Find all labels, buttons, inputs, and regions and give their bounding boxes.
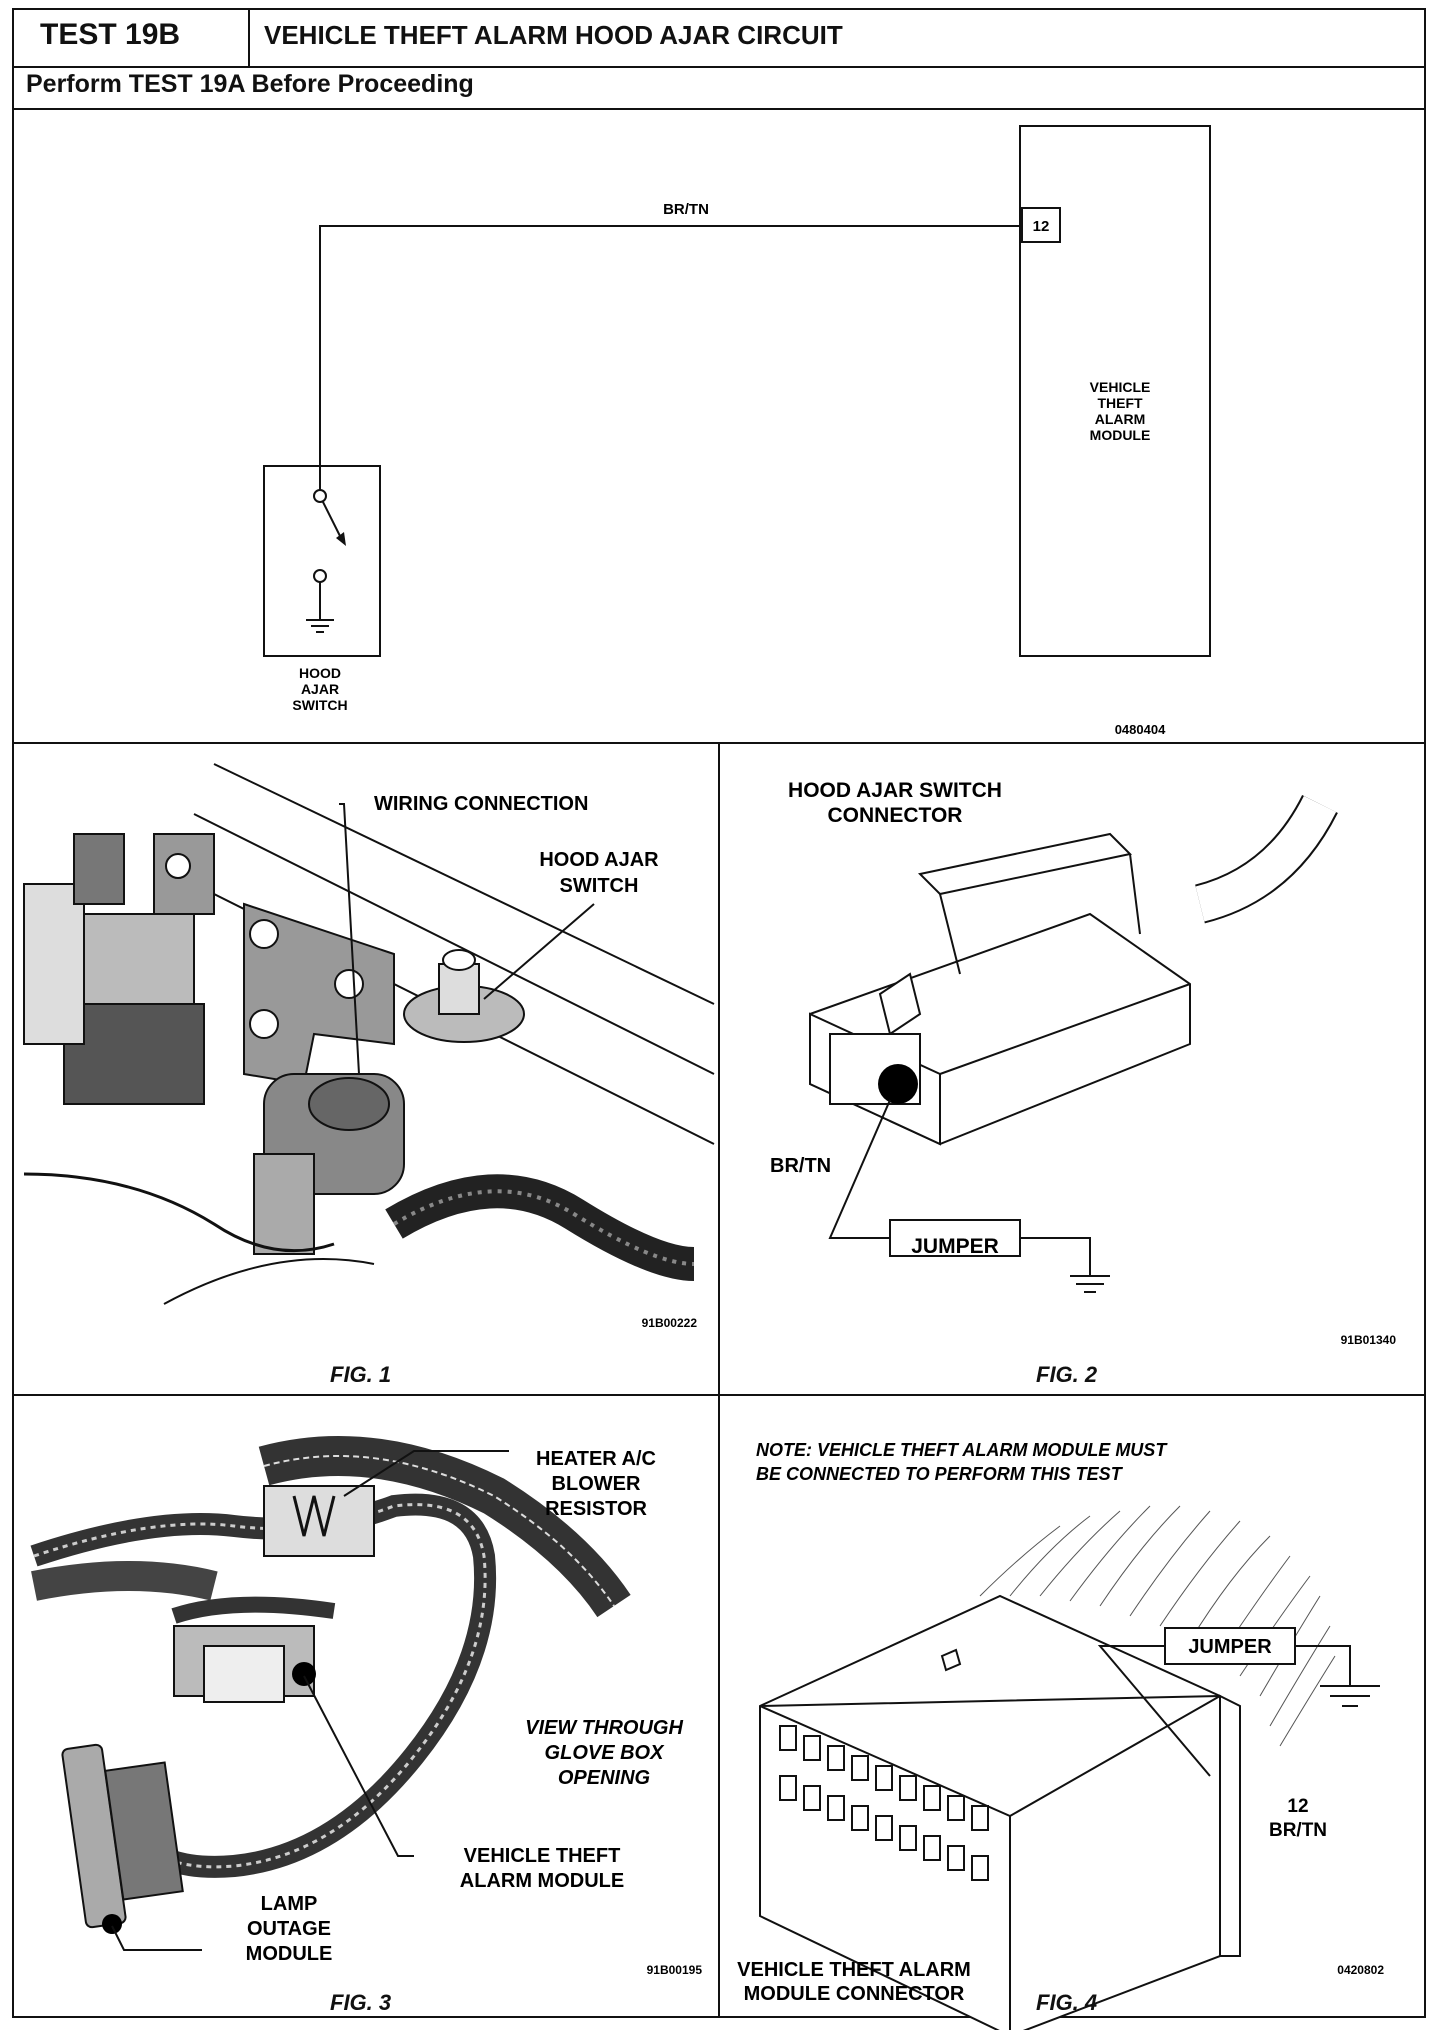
wire-label: BR/TN [663,201,709,218]
divider [248,8,250,66]
callout-lamp-3: MODULE [246,1943,333,1965]
divider [718,742,720,2018]
callout-view-2: GLOVE BOX [545,1742,666,1764]
jumper-label: JUMPER [1188,1636,1272,1658]
wire-label: BR/TN [1269,1820,1327,1841]
callout-lamp-2: OUTAGE [247,1918,331,1940]
theft-alarm-module-box [1019,125,1211,657]
connector-label-1: HOOD AJAR SWITCH [788,779,1002,802]
page-title: VEHICLE THEFT ALARM HOOD AJAR CIRCUIT [264,20,843,50]
terminal-br-tn [878,1064,918,1104]
callout-resistor-3: RESISTOR [545,1498,647,1520]
callout-wiring-connection: WIRING CONNECTION [374,793,588,815]
page-subtitle: Perform TEST 19A Before Proceeding [26,70,474,98]
switch-contact [313,489,327,503]
jumper-box [889,1219,1021,1257]
fig2-illustration: JUMPER BR/TN HOOD AJAR SWITCH CONNECTOR … [770,779,1397,1347]
callout-resistor-2: BLOWER [552,1473,641,1495]
fig3-caption: FIG. 3 [330,1990,392,2015]
switch-contact [313,569,327,583]
jumper-label: JUMPER [911,1235,999,1258]
module-label-1: VEHICLE [1090,379,1151,395]
connector-label-2: CONNECTOR [828,804,963,827]
drawing-code: 0420802 [1337,1963,1384,1977]
drawing-code: 0480404 [1115,722,1166,737]
drawing-code: 91B00222 [642,1316,698,1330]
drawing-code: 91B00195 [647,1963,703,1977]
fig4-illustration: NOTE: VEHICLE THEFT ALARM MODULE MUST BE… [737,1440,1384,2030]
wire-bundle [979,1505,1336,1747]
callout-view-1: VIEW THROUGH [525,1717,683,1739]
module-label-3: ALARM [1095,411,1146,427]
hood-switch-box [263,465,381,657]
divider [12,66,1426,68]
pin-number: 12 [1033,218,1050,235]
module-label-2: THEFT [1097,395,1143,411]
callout-hood-ajar-2: SWITCH [560,875,639,897]
note-line-1: NOTE: VEHICLE THEFT ALARM MODULE MUST [756,1440,1168,1460]
note-line-2: BE CONNECTED TO PERFORM THIS TEST [756,1464,1124,1484]
locking-tab [917,832,1133,896]
pin-box [1021,207,1061,243]
fig2-caption: FIG. 2 [1036,1362,1098,1387]
switch-label-3: SWITCH [292,697,347,713]
connector-label-1: VEHICLE THEFT ALARM [737,1959,971,1981]
callout-module-2: ALARM MODULE [460,1870,624,1892]
callout-hood-ajar-1: HOOD AJAR [539,849,659,871]
fig1-caption: FIG. 1 [330,1362,392,1387]
relay [73,913,195,1005]
callout-resistor-1: HEATER A/C [536,1448,656,1470]
module-label-4: MODULE [1090,427,1151,443]
switch-label-2: AJAR [301,681,339,697]
drawing-code: 91B01340 [1341,1333,1397,1347]
cavity-row [779,1725,989,1881]
callout-view-3: OPENING [558,1767,650,1789]
wire-br-tn [319,225,1022,490]
callout-module-1: VEHICLE THEFT [464,1845,621,1867]
wire-label: BR/TN [770,1155,831,1177]
switch-label-1: HOOD [299,665,341,681]
connector-label-2: MODULE CONNECTOR [744,1983,965,2005]
jumper-box [1164,1627,1296,1665]
switch-blade [322,501,343,541]
callout-lamp-1: LAMP [261,1893,318,1915]
divider [12,108,1426,110]
fig1-illustration: WIRING CONNECTION HOOD AJAR SWITCH 91B00… [23,763,715,1330]
pin-number: 12 [1287,1796,1308,1817]
schematic-diagram: BR/TN 12 VEHICLE THEFT ALARM MODULE HOOD… [263,125,1211,737]
test-id: TEST 19B [40,18,181,51]
fig4-caption: FIG. 4 [1036,1990,1098,2015]
fig3-illustration: HEATER A/C BLOWER RESISTOR VIEW THROUGH … [30,1436,703,1977]
